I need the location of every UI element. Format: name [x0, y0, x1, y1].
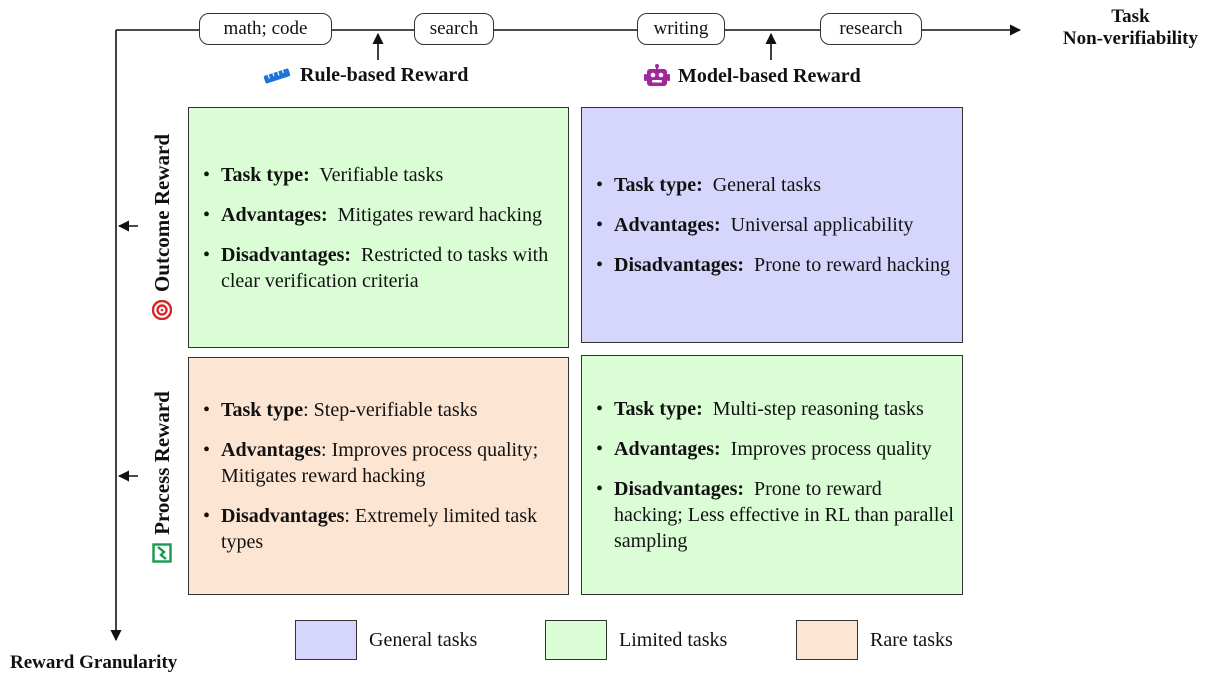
chart-icon — [152, 543, 172, 563]
row-header-outcome-label: Outcome Reward — [149, 133, 174, 293]
legend-swatch-rare — [796, 620, 858, 660]
cell-outcome-model: Task type: General tasks Advantages: Uni… — [581, 107, 963, 343]
row-header-outcome: Outcome Reward — [147, 107, 177, 347]
legend-item-general: General tasks — [295, 620, 477, 660]
y-axis-title: Reward Granularity — [10, 652, 178, 673]
legend-item-limited: Limited tasks — [545, 620, 727, 660]
ruler-icon — [263, 68, 291, 83]
cell-process-rule-item: Advantages: Improves process quality; Mi… — [203, 437, 560, 489]
column-header-rule: Rule-based Reward — [262, 64, 468, 87]
x-pill-writing: writing — [637, 13, 725, 45]
x-pill-search: search — [414, 13, 494, 45]
cell-outcome-model-item: Advantages: Universal applicability — [596, 212, 954, 238]
cell-outcome-model-item: Task type: General tasks — [596, 172, 954, 198]
x-axis-title-line2: Non-verifiability — [1062, 28, 1198, 49]
row-header-process-label: Process Reward — [149, 391, 174, 535]
cell-process-model-item: Task type: Multi-step reasoning tasks — [596, 396, 954, 422]
legend-label-rare: Rare tasks — [870, 628, 953, 651]
column-header-model-label: Model-based Reward — [678, 64, 861, 87]
cell-outcome-rule-item: Task type: Verifiable tasks — [203, 162, 560, 188]
cell-process-model-item: Disadvantages: Prone to reward hacking; … — [596, 476, 954, 554]
legend-label-limited: Limited tasks — [619, 628, 728, 651]
row-header-process: Process Reward — [147, 373, 177, 581]
cell-outcome-rule: Task type: Verifiable tasks Advantages: … — [188, 107, 569, 348]
column-header-rule-label: Rule-based Reward — [300, 64, 469, 86]
legend-label-general: General tasks — [369, 628, 478, 651]
legend-item-rare: Rare tasks — [796, 620, 953, 660]
cell-outcome-model-item: Disadvantages: Prone to reward hacking — [596, 252, 954, 278]
x-axis-title-line1: Task — [1111, 6, 1150, 27]
x-pill-math-code: math; code — [199, 13, 332, 45]
cell-process-rule: Task type: Step-verifiable tasks Advanta… — [188, 357, 569, 595]
cell-outcome-rule-item: Advantages: Mitigates reward hacking — [203, 202, 560, 228]
cell-process-model-item: Advantages: Improves process quality — [596, 436, 954, 462]
target-icon — [152, 300, 172, 321]
x-axis-title: Task Non-verifiability — [1063, 6, 1198, 50]
cell-outcome-rule-item: Disadvantages: Restricted to tasks with … — [203, 242, 560, 294]
cell-process-rule-item: Disadvantages: Extremely limited task ty… — [203, 503, 560, 555]
cell-process-model: Task type: Multi-step reasoning tasks Ad… — [581, 355, 963, 595]
column-header-model: Model-based Reward — [644, 64, 861, 88]
legend-swatch-general — [295, 620, 357, 660]
cell-process-rule-item: Task type: Step-verifiable tasks — [203, 397, 560, 423]
robot-icon — [644, 64, 670, 86]
legend-swatch-limited — [545, 620, 607, 660]
x-pill-research: research — [820, 13, 922, 45]
